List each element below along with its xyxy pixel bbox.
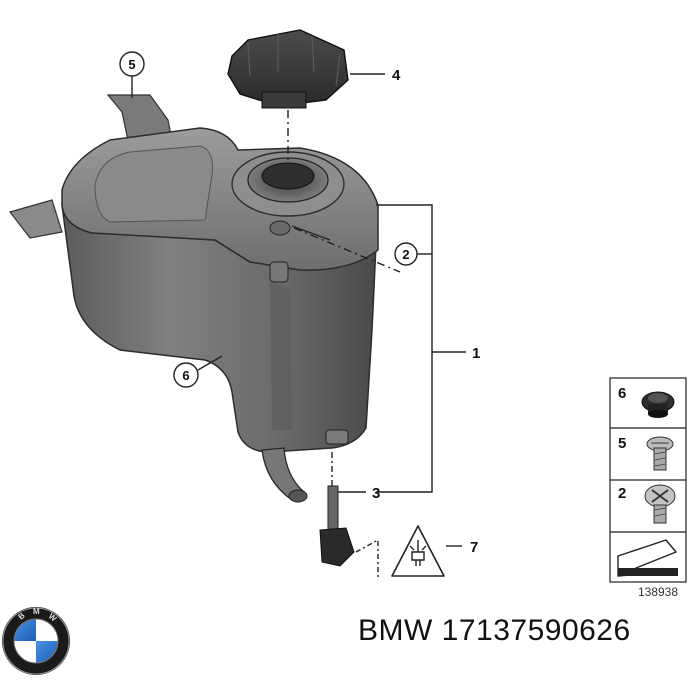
callout-circle-5 bbox=[119, 51, 145, 77]
leader-lines bbox=[131, 73, 466, 578]
callout-4: 4 bbox=[392, 67, 401, 84]
crosshead-screw-icon bbox=[644, 484, 676, 524]
callout-1: 1 bbox=[472, 345, 480, 362]
legend-label-2: 5 bbox=[618, 435, 626, 452]
svg-text:W: W bbox=[47, 612, 59, 624]
legend-label-1: 6 bbox=[618, 385, 626, 402]
reference-number: 138938 bbox=[638, 585, 678, 599]
callout-2: 2 bbox=[402, 247, 409, 262]
tank-side-port bbox=[269, 261, 289, 283]
tank-outlet-end bbox=[288, 489, 308, 503]
svg-text:M: M bbox=[33, 607, 40, 616]
tank-top-panel bbox=[94, 145, 213, 223]
cap-body bbox=[227, 29, 349, 107]
part-number-caption: BMW 17137590626 bbox=[358, 614, 631, 647]
legend-label-3: 2 bbox=[618, 485, 626, 502]
sensor-connector bbox=[319, 527, 355, 567]
svg-text:B: B bbox=[17, 611, 27, 622]
callouts: 5 4 2 1 6 3 7 bbox=[119, 51, 480, 556]
tank-sensor-boss bbox=[325, 429, 349, 445]
callout-5: 5 bbox=[128, 57, 135, 72]
warning-triangle bbox=[391, 525, 445, 577]
screw-icon bbox=[646, 436, 674, 471]
level-sensor bbox=[319, 485, 355, 567]
tank-boss bbox=[269, 220, 291, 236]
callout-circle-2 bbox=[394, 242, 418, 266]
cap-skirt bbox=[261, 91, 307, 109]
callout-circle-6 bbox=[173, 362, 199, 388]
grommet-icon bbox=[641, 391, 675, 418]
callout-6: 6 bbox=[182, 368, 189, 383]
filler-neck-inner bbox=[261, 162, 315, 190]
legend-panel: 6 5 2 bbox=[609, 377, 687, 583]
tank-left-tab bbox=[8, 199, 63, 239]
filler-cap bbox=[227, 29, 349, 109]
callout-7: 7 bbox=[470, 539, 478, 556]
tank-body bbox=[60, 202, 377, 453]
warning-plug-icon bbox=[409, 540, 427, 566]
bmw-logo: B M W bbox=[2, 607, 70, 675]
arrow-symbol-icon bbox=[617, 539, 678, 577]
callout-3: 3 bbox=[372, 485, 380, 502]
expansion-tank bbox=[8, 94, 379, 503]
tank-rib bbox=[270, 280, 292, 430]
